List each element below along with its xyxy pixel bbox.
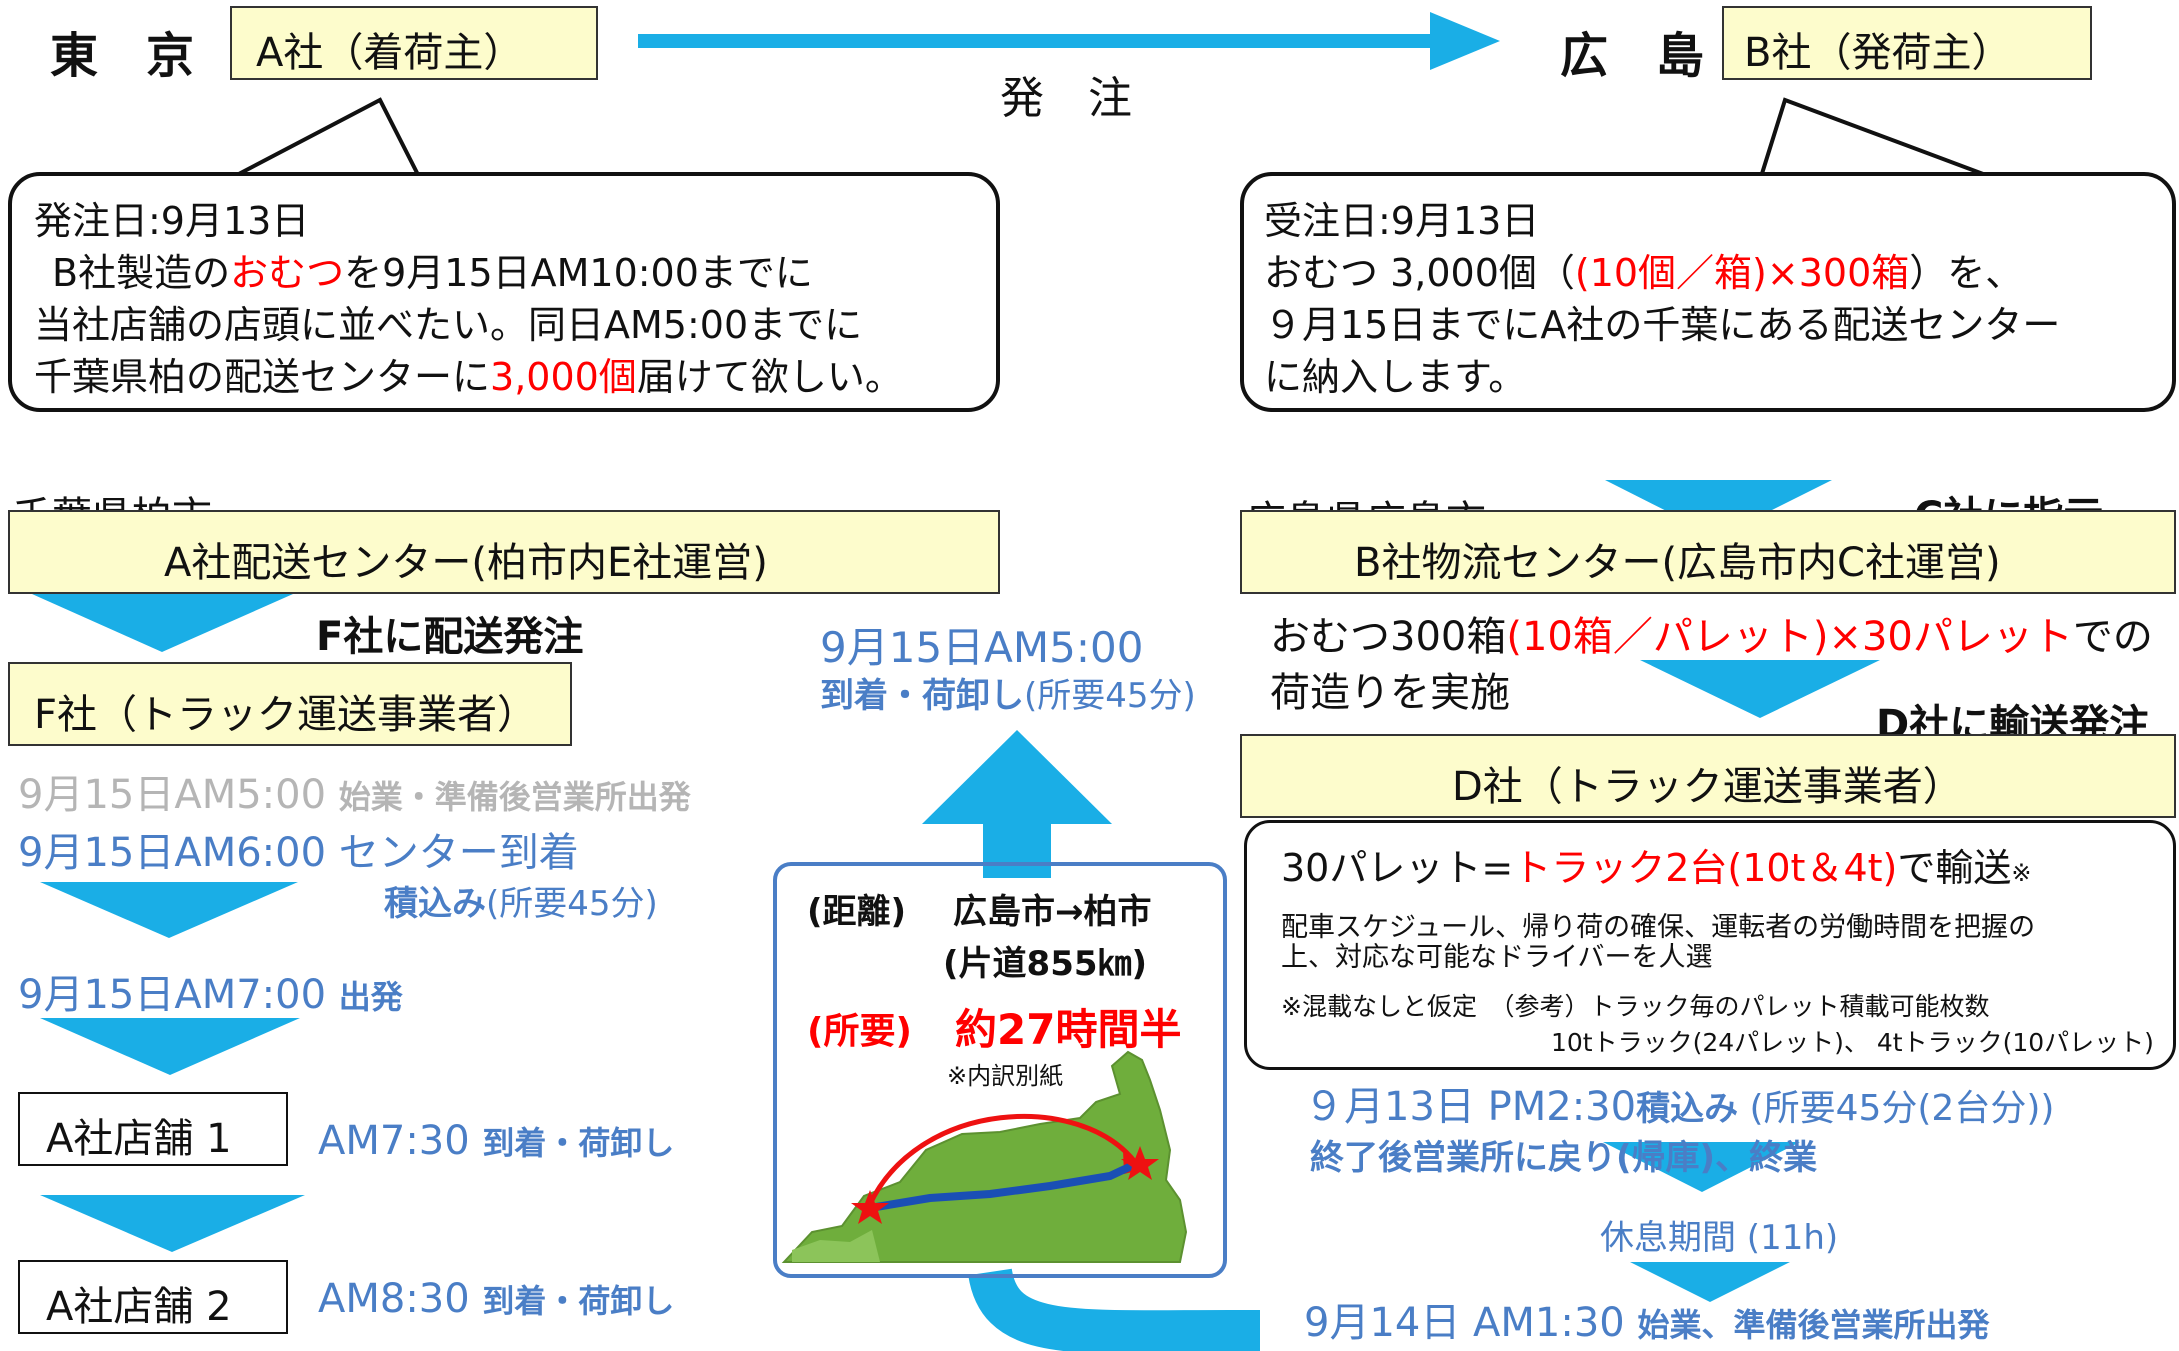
bubble-right-line2: おむつ 3,000個（(10個／箱)×300箱）を、 xyxy=(1264,251,2024,295)
d-loading-time: ９月13日 PM2:30積込み (所要45分(2台分)) xyxy=(1304,1084,2055,1130)
f-timeline-start: 9月15日AM5:00 始業・準備後営業所出発 xyxy=(18,772,691,818)
breakdown-note: ※内訳別紙 xyxy=(947,1062,1064,1090)
rest-period: 休息期間 (11h) xyxy=(1600,1218,1839,1258)
down-arrow-c-instruct xyxy=(1605,480,1832,537)
down-arrow-loading xyxy=(40,882,298,938)
a-distribution-center-label: A社配送センター(柏市内E社運営) xyxy=(164,540,768,586)
down-arrow-rest xyxy=(1630,1262,1790,1302)
required-time-value: 約27時間半 xyxy=(955,1005,1182,1054)
schedule-line1: 配車スケジュール、帰り荷の確保、運転者の労働時間を把握の xyxy=(1281,912,2036,943)
company-b-shipper-box: B社（発荷主） xyxy=(1722,6,2092,80)
down-arrow-f-order xyxy=(32,594,293,652)
bubble-left-line4: 千葉県柏の配送センターに3,000個届けて欲しい。 xyxy=(34,355,903,399)
company-b-shipper-label: B社（発荷主） xyxy=(1744,30,2012,76)
tokyo-label: 東 京 xyxy=(50,28,195,84)
a-store-2-label: A社店舗 2 xyxy=(46,1284,232,1330)
d-return-text: 終了後営業所に戻り(帰庫)、終業 xyxy=(1310,1138,1818,1178)
d-company-label: D社（トラック運送事業者） xyxy=(1452,764,1963,810)
f-company-label: F社（トラック運送事業者） xyxy=(34,692,538,738)
company-a-client-box: A社（着荷主） xyxy=(230,6,598,80)
pallet-note-line1: ※混載なしと仮定 （参考）トラック毎のパレット積載可能枚数 xyxy=(1281,992,1990,1021)
b-logistics-center-box: B社物流センター(広島市内C社運営) xyxy=(1240,510,2176,594)
schedule-line2: 上、対応な可能なドライバーを人選 xyxy=(1281,942,1713,973)
order-label: 発 注 xyxy=(1000,73,1132,124)
d-start-time: 9月14日 AM1:30 始業、準備後営業所出発 xyxy=(1304,1300,1990,1346)
down-arrow-return xyxy=(1603,1142,1800,1192)
japan-map xyxy=(781,1050,1188,1263)
a-store-1-label: A社店舗 1 xyxy=(46,1116,232,1162)
arrival-unload: 到着・荷卸し(所要45分) xyxy=(820,676,1196,716)
distance-value: (片道855㎞) xyxy=(943,944,1148,984)
f-timeline-departure: 9月15日AM7:00 出発 xyxy=(18,972,403,1018)
f-company-box: F社（トラック運送事業者） xyxy=(8,662,572,746)
a-store-2-arrival: AM8:30 到着・荷卸し xyxy=(318,1276,675,1322)
distance-label: (距離) xyxy=(807,892,907,932)
down-arrow-departure xyxy=(40,1018,300,1075)
b-logistics-center-label: B社物流センター(広島市内C社運営) xyxy=(1354,540,2001,586)
f-timeline-center-arrival: 9月15日AM6:00 センター到着 xyxy=(18,830,579,876)
down-arrow-store xyxy=(40,1195,305,1252)
down-arrow-d-order xyxy=(1640,660,1880,718)
a-store-1-arrival: AM7:30 到着・荷卸し xyxy=(318,1118,675,1164)
acceptance-speech-bubble: 受注日:9月13日 おむつ 3,000個（(10個／箱)×300箱）を、 ９月1… xyxy=(1240,172,2176,412)
required-time-label: (所要) xyxy=(807,1011,912,1052)
d-company-box: D社（トラック運送事業者） xyxy=(1240,734,2176,818)
hiroshima-label: 広 島 xyxy=(1560,28,1705,84)
pallet-note-line2: 10tトラック(24パレット)、 4tトラック(10パレット) xyxy=(1551,1028,2154,1057)
bubble-right-line1: 受注日:9月13日 xyxy=(1264,199,1540,243)
route-curve-arrow xyxy=(968,1267,1260,1351)
bubble-right-line3: ９月15日までにA社の千葉にある配送センター xyxy=(1264,303,2061,347)
packing-line2: 荷造りを実施 xyxy=(1270,670,1510,716)
f-order-label: F社に配送発注 xyxy=(316,614,584,660)
distance-info-box: (距離) 広島市→柏市 (片道855㎞) (所要) 約27時間半 ※内訳別紙 xyxy=(773,862,1227,1278)
order-arrow xyxy=(638,12,1500,70)
packing-line1: おむつ300箱(10箱／パレット)×30パレットでの xyxy=(1270,614,2153,660)
truck-plan-line: 30パレット=トラック2台(10t＆4t)で輸送※ xyxy=(1281,846,2032,890)
distance-route: 広島市→柏市 xyxy=(953,892,1152,932)
bubble-left-line3: 当社店舗の店頭に並べたい。同日AM5:00までに xyxy=(34,303,863,347)
arrival-time: 9月15日AM5:00 xyxy=(820,623,1144,672)
a-store-2-box: A社店舗 2 xyxy=(18,1260,288,1334)
bubble-left-line2: B社製造のおむつを9月15日AM10:00までに xyxy=(52,251,813,295)
truck-plan-box: 30パレット=トラック2台(10t＆4t)で輸送※ 配車スケジュール、帰り荷の確… xyxy=(1244,820,2176,1070)
up-arrow-arrival xyxy=(922,730,1112,878)
a-distribution-center-box: A社配送センター(柏市内E社運営) xyxy=(8,510,1000,594)
company-a-client-label: A社（着荷主） xyxy=(256,30,524,76)
f-timeline-loading: 積込み(所要45分) xyxy=(384,884,658,924)
bubble-right-line4: に納入します。 xyxy=(1264,355,1527,399)
bubble-left-line1: 発注日:9月13日 xyxy=(34,199,310,243)
a-store-1-box: A社店舗 1 xyxy=(18,1092,288,1166)
order-speech-bubble: 発注日:9月13日 B社製造のおむつを9月15日AM10:00までに 当社店舗の… xyxy=(8,172,1000,412)
